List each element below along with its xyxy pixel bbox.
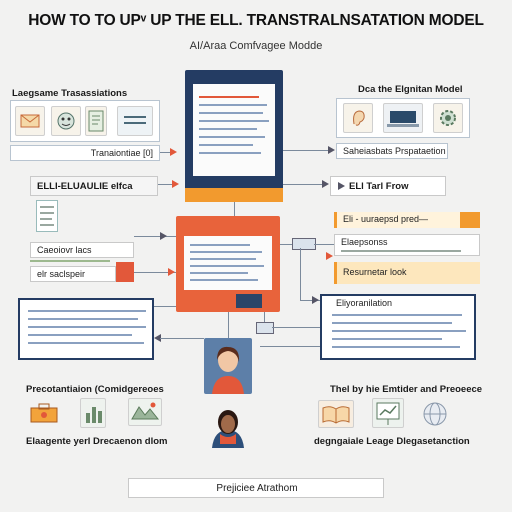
right-mid-panel: Eliyoranilation	[320, 294, 476, 360]
connector-line	[264, 312, 265, 322]
arrow-right-icon	[170, 148, 177, 156]
center-right-chip	[292, 238, 316, 250]
right-mid-banner: ELl Tarl Frow	[349, 181, 409, 192]
top-document-page	[193, 84, 275, 176]
footer-text: Prejiciee Atrathom	[216, 483, 298, 494]
right-mid-item-a: Eli - uuraepsd pred—	[334, 212, 480, 228]
connector-line	[300, 248, 301, 300]
center-monitor-badge	[236, 294, 262, 308]
center-connector-chip	[256, 322, 274, 334]
arrow-right-icon	[160, 232, 167, 240]
connector-line	[300, 300, 320, 301]
footer-box: Prejiciee Atrathom	[128, 478, 384, 498]
avatar-user-top	[204, 338, 252, 394]
chart-board-icon	[372, 398, 404, 428]
left-mini-page-icon	[36, 200, 58, 232]
top-document-screen	[185, 70, 283, 202]
right-mid-item-c-text: Resurnetar look	[343, 267, 407, 277]
arrow-right-icon	[312, 296, 319, 304]
right-top-heading: Dca the Elgnitan Model	[358, 84, 463, 95]
connector-line	[283, 184, 323, 185]
right-icon-strip	[336, 98, 470, 138]
arrow-right-icon	[322, 180, 329, 188]
connector-line	[272, 327, 320, 328]
connector-line	[280, 244, 292, 245]
connector-line	[260, 346, 320, 347]
bottom-left-caption: Elaagente yerl Drecaenon dlom	[26, 436, 168, 447]
connector-line	[283, 150, 329, 151]
connector-line	[158, 184, 172, 185]
center-monitor-screen	[184, 236, 272, 290]
left-top-caption: Tranaiontiae [0]	[90, 148, 153, 158]
left-mid-label-b: elr saclspeir	[37, 269, 86, 279]
left-mid-label-b-box: elr saclspeir	[30, 266, 116, 282]
arrow-right-icon	[168, 268, 175, 276]
connector-line	[134, 272, 176, 273]
arrow-right-icon	[326, 252, 333, 260]
gear-icon	[433, 103, 463, 133]
avatar-user-bottom	[206, 404, 250, 448]
arrow-left-icon	[154, 334, 161, 342]
left-red-block	[116, 262, 134, 282]
left-mid-label-a-box: Caeoiovr lacs	[30, 242, 134, 258]
connector-line	[160, 338, 204, 339]
connector-line	[234, 202, 235, 216]
bottom-left-heading: Precotantiaion (Comidgereoes	[26, 384, 164, 395]
robot-face-icon	[51, 106, 81, 136]
top-screen-footer-bar	[185, 188, 283, 202]
chart-icon	[80, 398, 106, 428]
connector-line	[134, 236, 176, 237]
bottom-right-heading: Thel by hie Emtider and Preoeece	[330, 384, 483, 395]
left-mid-banner-box: ELLI-ELUAULIE elfca	[30, 176, 158, 196]
left-list-panel	[18, 298, 154, 360]
connector-line	[228, 312, 229, 338]
page-subtitle: AI/Araa Comfvagee Modde	[189, 40, 323, 52]
map-icon	[128, 398, 162, 426]
laptop-icon	[383, 103, 423, 133]
left-icon-strip	[10, 100, 160, 142]
toolbox-icon	[28, 400, 60, 426]
open-book-icon	[318, 400, 354, 428]
left-top-heading: Laegsame Trasassiations	[12, 88, 128, 99]
connector-line	[314, 244, 334, 245]
arrow-right-icon	[172, 180, 179, 188]
right-top-caption: Saheiasbats Prspataetion	[343, 146, 446, 156]
right-mid-item-a-text: Eli - uuraepsd pred—	[343, 214, 429, 224]
right-mid-banner-box: ELl Tarl Frow	[330, 176, 446, 196]
list-icon	[117, 106, 153, 136]
right-mid-panel-title: Eliyoranilation	[336, 298, 393, 308]
right-mid-play-icon	[338, 182, 345, 190]
ear-icon	[343, 103, 373, 133]
document-icon	[85, 106, 107, 136]
center-monitor	[176, 216, 280, 312]
right-mid-item-c: Resurnetar look	[334, 262, 480, 284]
left-mid-banner: ELLI-ELUAULIE elfca	[37, 181, 133, 192]
arrow-right-icon	[328, 146, 335, 154]
envelope-icon	[15, 106, 45, 136]
right-mid-item-b: Elaepsonss	[334, 234, 480, 256]
bottom-right-caption: degngaiale Leage Dlegasetanction	[314, 436, 470, 447]
globe-icon	[420, 400, 450, 428]
connector-line	[154, 306, 176, 307]
right-mid-item-b-text: Elaepsonss	[341, 237, 388, 247]
connector-line	[160, 152, 170, 153]
left-top-caption-box: Tranaiontiae [0]	[10, 145, 160, 161]
left-mid-label-a: Caeoiovr lacs	[37, 245, 92, 255]
right-top-caption-box: Saheiasbats Prspataetion	[336, 143, 448, 159]
page-title: HOW TO TO UPᵛ UP THE ELL. TRANSTRALNSATA…	[28, 12, 484, 29]
